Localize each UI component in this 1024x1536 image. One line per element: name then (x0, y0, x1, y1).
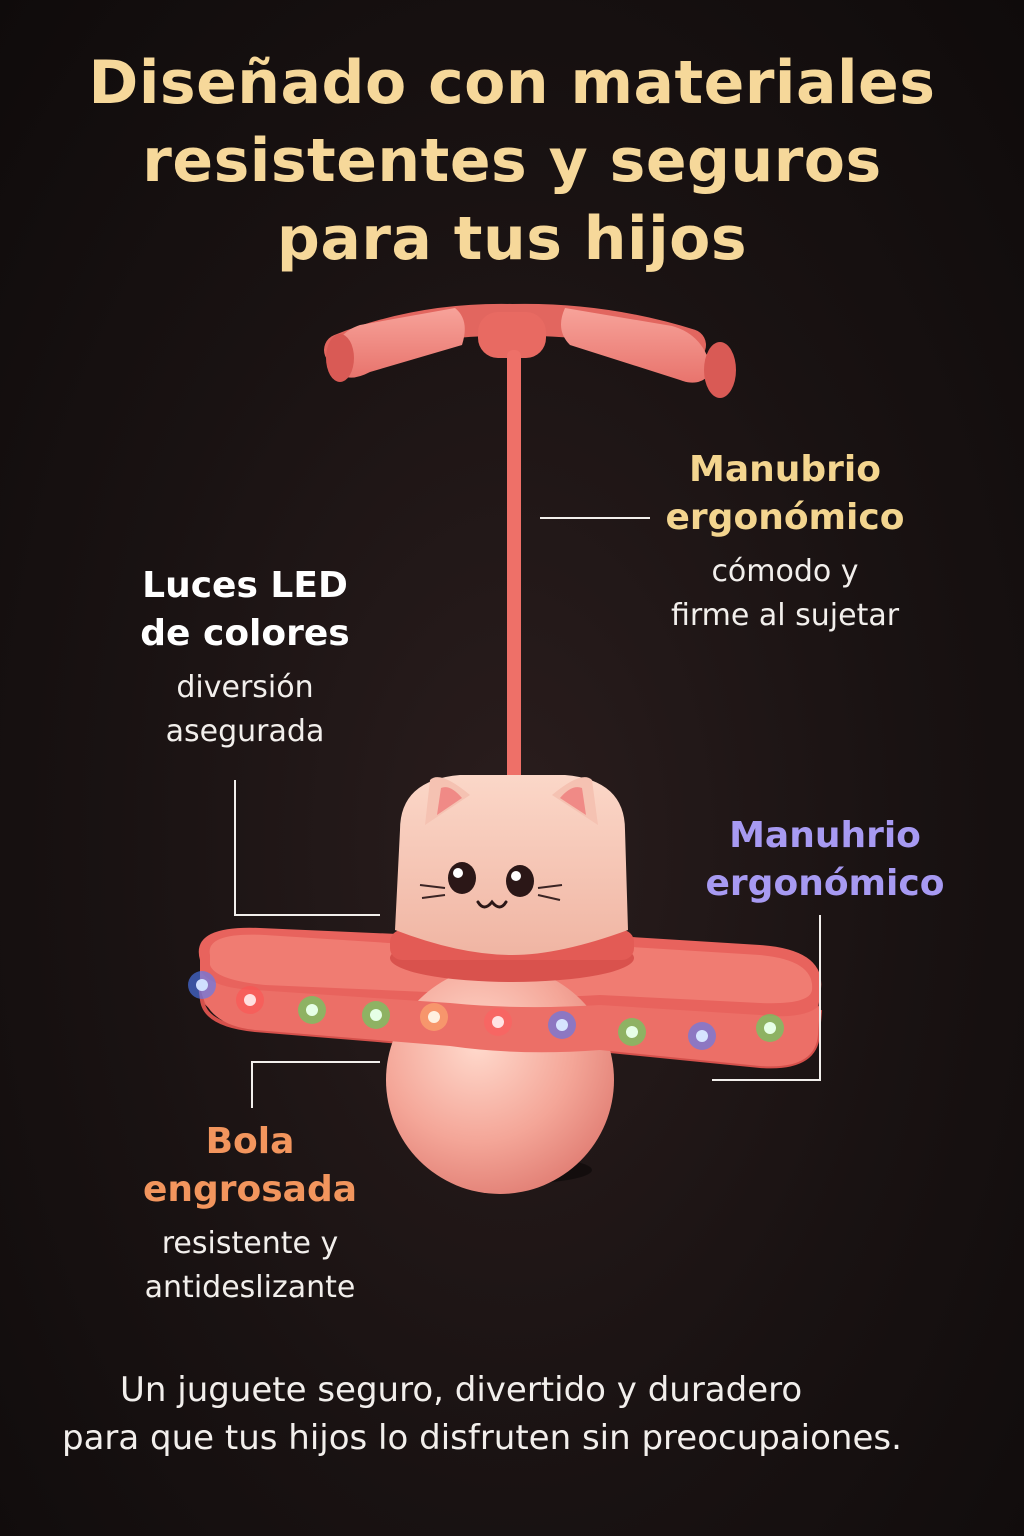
feature-ball-title-line-2: engrosada (142, 1169, 358, 1210)
feature-handle: Manubrio ergonómico cómodo y firme al su… (640, 446, 930, 638)
feature-handle-title-line-2: ergonómico (665, 497, 905, 538)
feature-ball-title: Bola engrosada (100, 1118, 400, 1214)
headline-line-3: para tus hijos (276, 204, 748, 274)
feature-handle-desc: cómodo y firme al sujetar (640, 550, 930, 638)
feature-ring-title: Manuhrio ergonómico (690, 812, 960, 908)
feature-ball-desc-line-2: antideslizante (144, 1270, 356, 1305)
feature-handle-desc-line-2: firme al sujetar (670, 598, 900, 633)
headline-line-2: resistentes y seguros (142, 126, 882, 196)
handlebar (324, 303, 736, 398)
footer-line-2: para que tus hijos lo disfruten sin preo… (62, 1418, 902, 1458)
footer-line-1: Un juguete seguro, divertido y duradero (120, 1370, 803, 1410)
pole (507, 350, 521, 790)
ball (386, 966, 614, 1194)
feature-led-title-line-2: de colores (140, 613, 350, 654)
feature-ball-desc: resistente y antideslizante (100, 1222, 400, 1310)
feature-led-desc-line-1: diversión (176, 670, 314, 705)
feature-ring: Manuhrio ergonómico (690, 812, 960, 908)
feature-ball-desc-line-1: resistente y (161, 1226, 339, 1261)
feature-led-title-line-1: Luces LED (142, 565, 348, 606)
callout-lines (234, 517, 821, 1108)
feature-handle-title-line-1: Manubrio (689, 449, 881, 490)
feature-led-desc: diversión asegurada (100, 666, 390, 754)
feature-handle-desc-line-1: cómodo y (711, 554, 859, 589)
feature-led: Luces LED de colores diversión asegurada (100, 562, 390, 754)
feature-handle-title: Manubrio ergonómico (640, 446, 930, 542)
feature-led-title: Luces LED de colores (100, 562, 390, 658)
feature-ring-title-line-1: Manuhrio (729, 815, 921, 856)
headline-line-1: Diseñado con materiales (88, 48, 936, 118)
feature-ring-title-line-2: ergonómico (705, 863, 945, 904)
headline: Diseñado con materiales resistentes y se… (0, 44, 1024, 278)
feature-ball-title-line-1: Bola (205, 1121, 295, 1162)
feature-led-desc-line-2: asegurada (165, 714, 325, 749)
cat-face-icon (390, 775, 634, 982)
led-lights (188, 971, 784, 1050)
footer-tagline: Un juguete seguro, divertido y duradero … (0, 1366, 1024, 1462)
feature-ball: Bola engrosada resistente y antideslizan… (100, 1118, 400, 1310)
